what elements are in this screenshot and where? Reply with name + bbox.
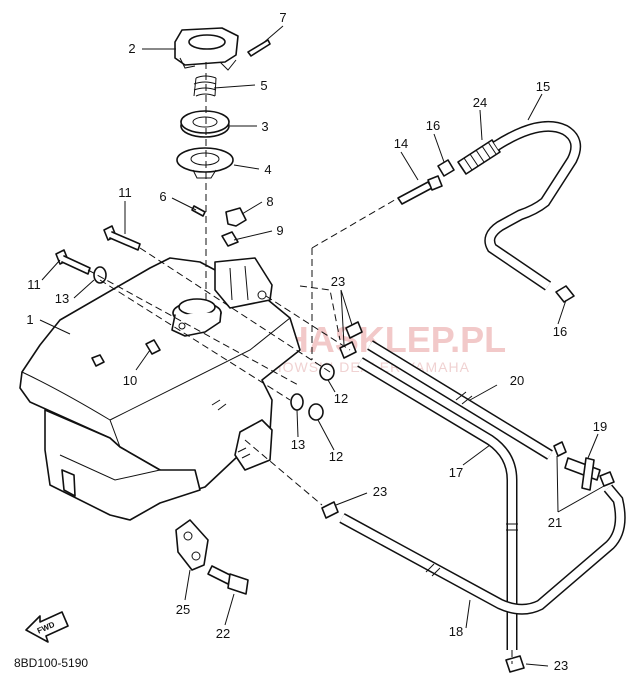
guide-lines [87,62,513,664]
callout-13-upper: 13 [55,291,69,306]
callout-24: 24 [473,95,487,110]
hose-18 [339,484,626,615]
callout-21: 21 [548,515,562,530]
callout-22: 22 [216,626,230,641]
cap-seal [180,110,230,138]
callout-10: 10 [123,373,137,388]
breather-hose-15 [484,120,582,291]
clip-8 [225,207,247,227]
hose-17 [357,357,518,650]
clamp-21-a [553,441,567,457]
callout-18: 18 [449,624,463,639]
callout-19: 19 [593,419,607,434]
grommet-13-upper [93,266,107,284]
cap-spring [193,75,217,97]
callout-5: 5 [260,78,267,93]
hose-spring-24 [457,139,501,175]
clip-9 [221,231,239,247]
bolt-11-upper [103,225,141,251]
callout-1: 1 [26,312,33,327]
leader-lines [39,25,605,667]
clamp-23-c [321,501,339,519]
callout-14: 14 [394,136,408,151]
clamp-23-d [505,655,525,673]
callout-23-middle: 23 [373,484,387,499]
fuel-tank [19,257,301,521]
callout-13-lower: 13 [291,437,305,452]
callout-11-upper: 11 [118,185,132,200]
clamp-16-lower [555,285,575,303]
callout-7: 7 [279,10,286,25]
callout-11-lower: 11 [27,277,41,292]
callout-20: 20 [510,373,524,388]
bolt-14 [397,175,443,205]
callout-23-top: 23 [331,274,345,289]
callout-8: 8 [266,194,273,209]
clamp-16-upper [437,159,455,177]
callout-16-upper: 16 [426,118,440,133]
fwd-arrow: FWD [25,611,69,643]
callout-9: 9 [276,223,283,238]
hose-20 [367,340,553,460]
diagram-code: 8BD100-5190 [14,656,88,670]
clamp-21-b [599,471,615,487]
callout-16-lower: 16 [553,324,567,339]
callout-25: 25 [176,602,190,617]
callout-2: 2 [128,41,135,56]
filler-gasket [176,147,234,179]
clamp-23-a [345,321,363,339]
cap-pin [247,39,271,57]
callout-6: 6 [159,189,166,204]
grommet-12-lower [308,403,324,421]
bracket-25 [175,519,209,571]
callout-17: 17 [449,465,463,480]
callout-12-lower: 12 [329,449,343,464]
bolt-11-lower [55,249,91,275]
callout-numbers: 1 2 3 4 5 6 7 8 9 10 11 11 12 12 13 13 1… [26,10,607,673]
grommet-13-lower [290,393,304,411]
filler-cap [174,27,239,71]
callout-3: 3 [261,119,268,134]
bolt-22 [207,565,249,595]
callout-12-upper: 12 [334,391,348,406]
callout-23-bottom: 23 [554,658,568,673]
callout-15: 15 [536,79,550,94]
hose-breaks [425,391,518,577]
callout-4: 4 [264,162,271,177]
t-joint-19 [564,457,601,491]
grommet-12-upper [319,363,335,381]
pin-6 [191,205,206,217]
